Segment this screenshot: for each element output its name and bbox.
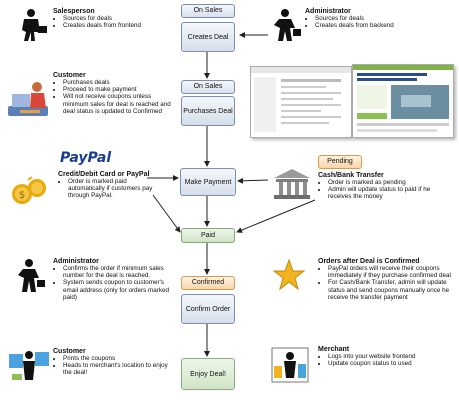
status-on-sales-2: On Sales: [181, 80, 235, 94]
status-on-sales-1: On Sales: [181, 4, 235, 18]
step-purchases-deal: Purchases Deal: [181, 96, 235, 126]
paypal-logo: PayPal: [60, 150, 112, 166]
customer-top-item: Proceed to make payment: [63, 86, 173, 93]
salesperson-item: Creates deals from frontend: [63, 22, 178, 29]
bank-transfer-section: Cash/Bank Transfer Order is marked as pe…: [318, 172, 443, 201]
merchant-item: Logs into your website frontend: [328, 353, 443, 360]
bank-icon: [274, 169, 310, 199]
status-paid: Paid: [181, 228, 235, 243]
orders-after-confirmed-item: PayPal orders will receive their coupons…: [328, 265, 453, 279]
coins-icon: $: [12, 176, 46, 204]
merchant-title: Merchant: [318, 346, 350, 353]
customer-top-item: Will not receive coupons unless minimum …: [63, 93, 173, 115]
step-make-payment: Make Payment: [180, 168, 236, 196]
bank-transfer-title: Cash/Bank Transfer: [318, 172, 384, 179]
orders-after-confirmed-section: Orders after Deal is Confirmed PayPal or…: [318, 258, 453, 301]
frontend-screenshot-thumbnail: [352, 64, 454, 138]
backend-screenshot-thumbnail: [250, 66, 352, 138]
administrator-top-title: Administrator: [305, 8, 351, 15]
administrator-top-item: Sources for deals: [315, 15, 455, 22]
administrator-icon: [274, 9, 301, 41]
orders-after-confirmed-item: For Cash/Bank Transfer, admin will updat…: [328, 279, 453, 301]
step-enjoy-deal: Enjoy Deal!: [181, 358, 235, 390]
administrator-mid-item: Confirms the order if minimum sales numb…: [63, 265, 173, 279]
customer-bottom-item: Heads to merchant's location to enjoy th…: [63, 362, 173, 376]
customer-top-title: Customer: [53, 72, 86, 79]
customer-top-item: Purchases deals: [63, 79, 173, 86]
customer-deal-icon: [9, 351, 49, 380]
paypal-payment-item: Order is marked paid automatically if cu…: [68, 178, 158, 200]
administrator-top-item: Creates deals from backend: [315, 22, 455, 29]
customer-top-section: Customer Purchases deals Proceed to make…: [53, 72, 173, 115]
step-confirm-order: Confirm Order: [181, 294, 235, 324]
salesperson-title: Salesperson: [53, 8, 95, 15]
bank-transfer-item: Admin will update status to paid if he r…: [328, 186, 443, 200]
salesperson-section: Salesperson Sources for deals Creates de…: [53, 8, 178, 29]
salesperson-item: Sources for deals: [63, 15, 178, 22]
bank-transfer-item: Order is marked as pending: [328, 179, 443, 186]
customer-bottom-title: Customer: [53, 348, 86, 355]
star-icon: [272, 258, 306, 291]
administrator-mid-icon: [18, 259, 45, 292]
customer-laptop-icon: [8, 82, 48, 116]
orders-after-confirmed-title: Orders after Deal is Confirmed: [318, 258, 420, 265]
administrator-mid-item: System sends coupon to customer's email …: [63, 279, 173, 301]
customer-bottom-item: Prints the coupons: [63, 355, 173, 362]
administrator-mid-section: Administrator Confirms the order if mini…: [53, 258, 173, 301]
step-creates-deal: Creates Deal: [181, 22, 235, 52]
status-pending: Pending: [318, 155, 362, 169]
paypal-payment-section: Credit/Debit Card or PayPal Order is mar…: [58, 171, 158, 200]
status-confirmed: Confirmed: [181, 276, 235, 290]
administrator-mid-title: Administrator: [53, 258, 99, 265]
merchant-item: Update coupon status to used: [328, 360, 443, 367]
paypal-payment-title: Credit/Debit Card or PayPal: [58, 171, 150, 178]
customer-bottom-section: Customer Prints the coupons Heads to mer…: [53, 348, 173, 377]
salesperson-icon: [22, 9, 47, 41]
svg-text:$: $: [19, 190, 25, 201]
merchant-icon: [271, 347, 309, 383]
administrator-top-section: Administrator Sources for deals Creates …: [305, 8, 455, 29]
merchant-section: Merchant Logs into your website frontend…: [318, 346, 443, 367]
